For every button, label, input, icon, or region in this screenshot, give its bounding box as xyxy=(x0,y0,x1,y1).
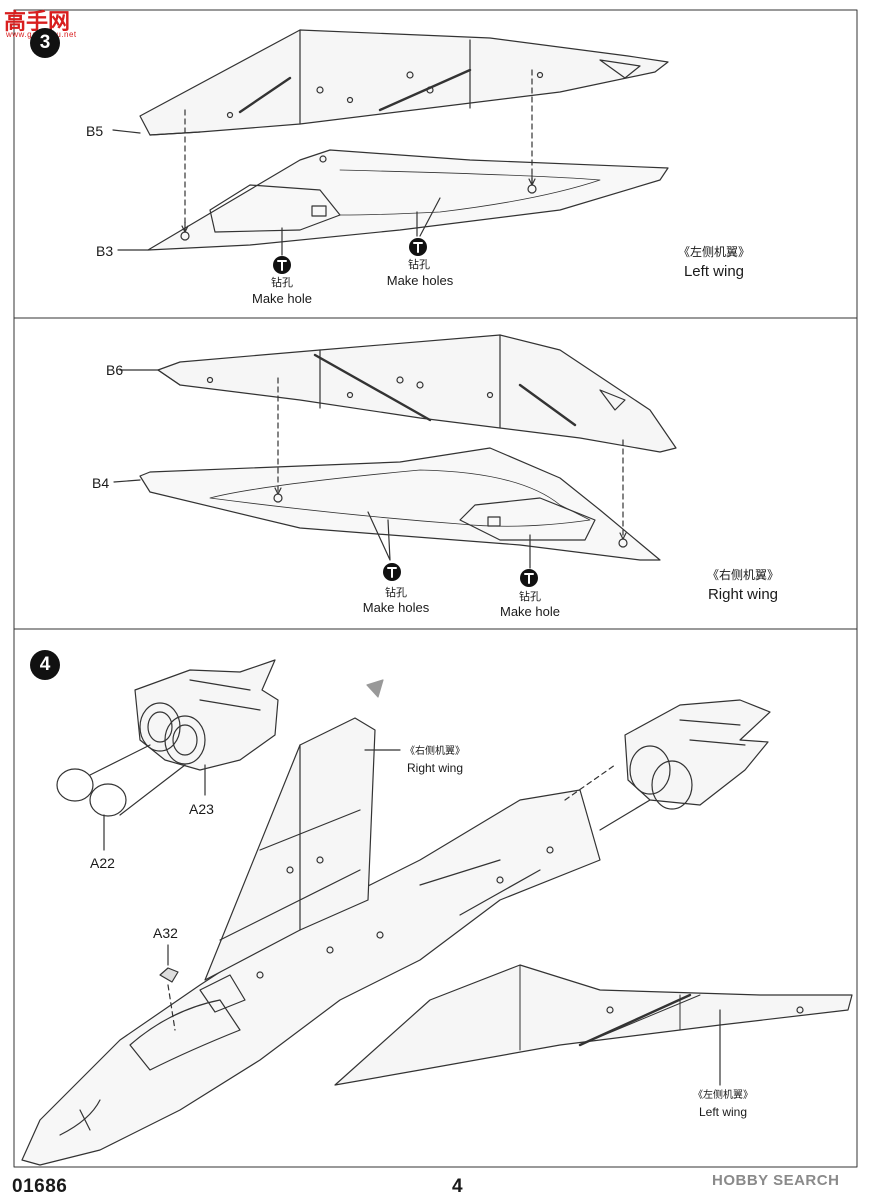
part-label-b5: B5 xyxy=(86,123,104,139)
page-number: 4 xyxy=(452,1176,463,1197)
hobby-search-watermark: HOBBY SEARCH xyxy=(712,1172,840,1189)
seat-part-a32 xyxy=(159,967,179,983)
part-label-b3: B3 xyxy=(96,243,114,259)
step4-right-wing-cn: 《右侧机翼》 xyxy=(405,746,465,757)
jet-fuselage xyxy=(21,789,601,1166)
exhaust-nozzle-a23 xyxy=(134,659,279,771)
right-wing-title-en: Right wing xyxy=(707,586,779,603)
left-wing-title-en: Left wing xyxy=(683,263,745,280)
left-wing-title-cn: 《左侧机翼》 xyxy=(677,245,750,259)
step-number-4: 4 xyxy=(30,650,60,680)
step4-right-wing-en: Right wing xyxy=(406,761,464,775)
jet-right-wing xyxy=(204,717,376,981)
make-hole-cn-right: 钻孔 xyxy=(519,590,541,603)
part-label-a23: A23 xyxy=(189,801,214,817)
make-holes-en-right: Make holes xyxy=(362,600,430,615)
kit-number: 01686 xyxy=(12,1176,68,1197)
make-holes-en: Make holes xyxy=(386,273,454,288)
part-label-b4: B4 xyxy=(92,475,110,491)
step4-left-wing-cn: 《左侧机翼》 xyxy=(693,1090,753,1101)
jet-left-wing xyxy=(334,964,853,1086)
step-number-3: 3 xyxy=(30,28,60,58)
exhaust-nozzle-fitted xyxy=(624,699,771,810)
wing-lower-b3 xyxy=(147,149,669,251)
make-hole-cn: 钻孔 xyxy=(271,276,293,289)
right-wing-title-cn: 《右侧机翼》 xyxy=(706,568,779,582)
make-hole-en: Make hole xyxy=(252,291,312,306)
part-label-b6: B6 xyxy=(106,362,124,378)
make-holes-cn: 钻孔 xyxy=(408,258,430,271)
wing-lower-b4 xyxy=(139,447,661,561)
step4-panel xyxy=(13,628,858,1168)
part-label-a22: A22 xyxy=(90,855,115,871)
make-hole-en-right: Make hole xyxy=(500,604,560,619)
part-label-a32: A32 xyxy=(153,925,178,941)
wing-upper-b5 xyxy=(139,29,669,136)
step4-left-wing-en: Left wing xyxy=(698,1105,748,1119)
nozzle-cover-a22 xyxy=(56,768,127,817)
wing-upper-b6 xyxy=(157,334,677,453)
make-holes-cn-right: 钻孔 xyxy=(385,586,407,599)
